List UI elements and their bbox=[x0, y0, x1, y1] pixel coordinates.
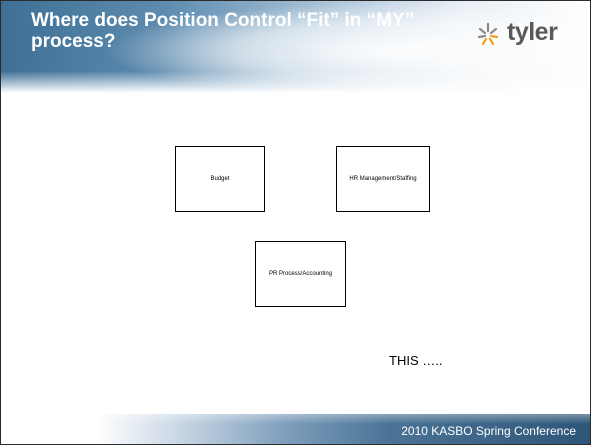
footer-text: 2010 KASBO Spring Conference bbox=[401, 424, 576, 438]
pr-process-box: PR Process/Accounting bbox=[255, 241, 346, 307]
title-bar bbox=[1, 1, 590, 93]
logo-text: tyler bbox=[507, 18, 558, 46]
slide-title: Where does Position Control “Fit” in “MY… bbox=[31, 10, 415, 52]
tyler-logo-icon bbox=[477, 22, 499, 46]
this-text: THIS ….. bbox=[389, 353, 443, 368]
budget-box: Budget bbox=[175, 146, 265, 212]
tyler-logo: tyler bbox=[475, 18, 575, 53]
footer-bar: 2010 KASBO Spring Conference bbox=[1, 414, 590, 444]
hr-management-box: HR Management/Staffing bbox=[336, 146, 430, 212]
